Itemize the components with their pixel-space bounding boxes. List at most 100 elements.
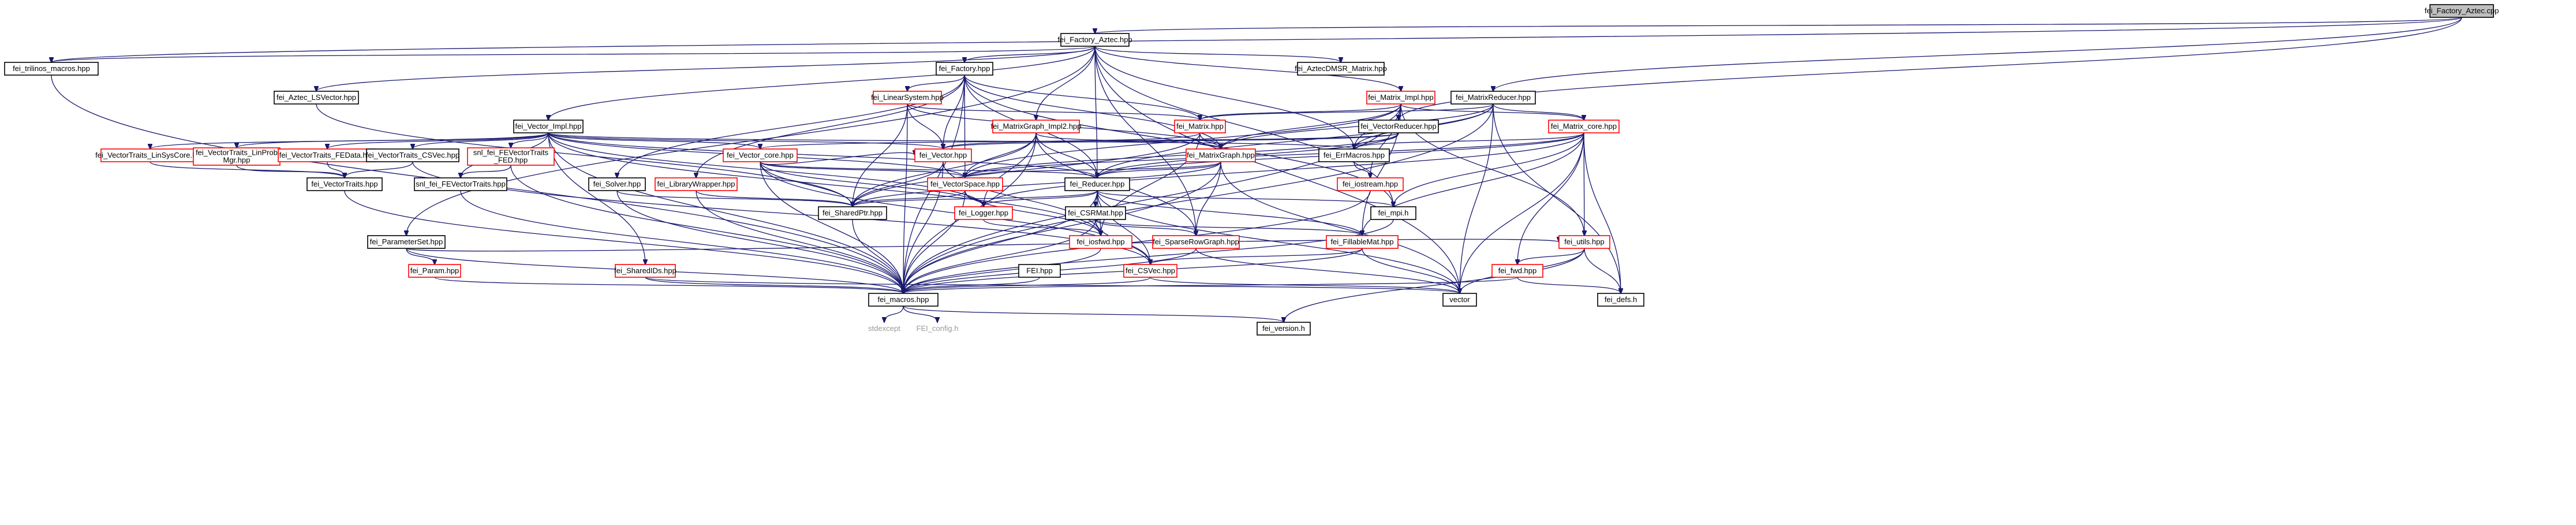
node-fei_hpp[interactable]: FEI.hpp [1018,264,1061,278]
node-param[interactable]: fei_Param.hpp [408,264,461,278]
node-label: fei_iosfwd.hpp [1076,237,1124,246]
node-label: fei_trilinos_macros.hpp [13,64,90,73]
edge-csrmat-to-fillable_mat [1095,219,1362,236]
node-vt_fedata[interactable]: fei_VectorTraits_FEData.hpp [278,148,377,162]
node-matrix_hpp[interactable]: fei_Matrix.hpp [1174,120,1226,133]
edge-iosfwd-to-macros [903,248,1101,293]
node-reducer[interactable]: fei_Reducer.hpp [1064,177,1130,191]
node-label: fei_MatrixGraph_Impl2.hpp [991,122,1082,131]
node-vt_linsyscore[interactable]: fei_VectorTraits_LinSysCore.hpp [95,148,205,162]
edge-vector_reducer-to-vector_space [965,132,1399,178]
node-fwd[interactable]: fei_fwd.hpp [1491,264,1543,278]
node-solver[interactable]: fei_Solver.hpp [588,177,646,191]
node-param_set[interactable]: fei_ParameterSet.hpp [367,235,446,249]
node-vector_core[interactable]: fei_Vector_core.hpp [723,148,798,162]
node-mpi[interactable]: fei_mpi.h [1370,206,1416,220]
edge-vt_linprobmgr-to-vector_traits [236,165,345,178]
node-vector_reducer[interactable]: fei_VectorReducer.hpp [1358,120,1439,133]
node-utils[interactable]: fei_utils.hpp [1558,235,1610,249]
node-matrix_graph[interactable]: fei_MatrixGraph.hpp [1186,148,1256,162]
node-snl_vt_fed_red[interactable]: snl_fei_FEVectorTraits_FED.hpp [467,147,555,166]
edge-reducer-to-mpi [1097,190,1393,207]
node-shared_ids[interactable]: fei_SharedIDs.hpp [614,264,676,278]
edge-fwd-to-defs [1517,277,1621,293]
edge-matrix_reducer-to-matrix_core [1493,103,1584,120]
node-fillable_mat[interactable]: fei_FillableMat.hpp [1326,235,1399,249]
edge-err_macros-to-iostream [1354,161,1370,178]
edge-matrix_impl-to-macros [903,103,1401,293]
edge-vector_impl-to-shared_ids [548,132,645,265]
node-label: fei_Vector.hpp [919,151,967,159]
edge-vector_impl-to-vt_fedata [327,132,549,149]
node-defs[interactable]: fei_defs.h [1597,293,1644,307]
node-vt_csvec[interactable]: fei_VectorTraits_CSVec.hpp [366,148,459,162]
node-csrmat[interactable]: fei_CSRMat.hpp [1065,206,1126,220]
edge-vector_reducer-to-vector_hpp [943,132,1399,149]
node-vector_hpp[interactable]: fei_Vector.hpp [914,148,972,162]
edge-matrix_graph-to-vector_space [965,161,1221,178]
node-label: stdexcept [868,324,900,333]
node-label: fei_Matrix_Impl.hpp [1368,93,1433,102]
edge-utils-to-defs [1584,248,1621,293]
node-label: snl_fei_FEVectorTraits_FED.hpp [473,148,549,165]
edge-vector_reducer-to-vector_core [760,132,1399,149]
edge-vector_impl-to-snl_vt_fed_red [511,132,549,148]
edge-matrix_reducer-to-defs [1493,103,1621,293]
node-matrix_graph_impl2[interactable]: fei_MatrixGraph_Impl2.hpp [991,120,1082,133]
node-sparse_row_graph[interactable]: fei_SparseRowGraph.hpp [1152,235,1240,249]
node-library_wrapper[interactable]: fei_LibraryWrapper.hpp [655,177,738,191]
node-box [414,177,507,191]
node-macros[interactable]: fei_macros.hpp [868,293,939,307]
edge-vector_impl-to-vt_csvec [413,132,549,149]
edge-factory-to-matrix_hpp [964,75,1200,120]
edge-fwd-to-macros [903,277,1518,293]
node-vector_space[interactable]: fei_VectorSpace.hpp [927,177,1003,191]
node-label: fei_Vector_core.hpp [727,151,794,159]
node-err_macros[interactable]: fei_ErrMacros.hpp [1318,148,1390,162]
node-linear_system[interactable]: fei_LinearSystem.hpp [871,91,944,105]
node-label: fei_defs.h [1605,295,1637,304]
node-factory_aztec[interactable]: fei_Factory_Aztec.hpp [1057,33,1132,47]
node-box [1318,148,1390,162]
node-shared_ptr[interactable]: fei_SharedPtr.hpp [818,206,887,220]
node-box [513,120,584,133]
edge-vector_impl-to-vector_hpp [548,132,943,149]
node-aztec_dmsr[interactable]: fei_AztecDMSR_Matrix.hpp [1295,62,1387,76]
node-aztec_lsvector[interactable]: fei_Aztec_LSVector.hpp [274,91,359,105]
node-inline_macros[interactable]: fei_trilinos_macros.hpp [4,62,99,76]
edge-factory-to-linear_system [907,75,965,91]
edge-vector_impl-to-err_macros [548,132,1354,149]
edge-factory_aztec-to-err_macros [1094,46,1354,149]
edge-matrix_impl-to-matrix_graph [1221,103,1401,149]
node-logger[interactable]: fei_Logger.hpp [954,206,1013,220]
node-snl_vt[interactable]: snl_fei_FEVectorTraits.hpp [414,177,507,191]
edge-matrix_core-to-logger [984,132,1584,207]
node-vector_impl[interactable]: fei_Vector_Impl.hpp [513,120,584,133]
node-iostream[interactable]: fei_iostream.hpp [1337,177,1404,191]
edge-matrix_core-to-fwd [1517,132,1584,265]
node-label: fei_Logger.hpp [959,208,1008,217]
node-factory[interactable]: fei_Factory.hpp [936,62,993,76]
node-csvec[interactable]: fei_CSVec.hpp [1123,264,1177,278]
node-label: fei_version.h [1262,324,1305,333]
node-vector_std[interactable]: vector [1442,293,1477,307]
node-matrix_core[interactable]: fei_Matrix_core.hpp [1548,120,1620,133]
node-box [306,177,383,191]
node-root[interactable]: fei_Factory_Aztec.cpp [2425,4,2499,18]
node-label: fei_macros.hpp [878,295,929,304]
node-label: fei_Factory.hpp [939,64,990,73]
node-box [954,206,1013,220]
node-vector_traits[interactable]: fei_VectorTraits.hpp [306,177,383,191]
node-iosfwd[interactable]: fei_iosfwd.hpp [1069,235,1132,249]
node-version[interactable]: fei_version.h [1257,322,1311,336]
node-label: fei_SharedPtr.hpp [822,208,883,217]
edge-csvec-to-vector_std [1150,277,1460,293]
node-label: fei_Vector_Impl.hpp [515,122,582,131]
node-matrix_reducer[interactable]: fei_MatrixReducer.hpp [1450,91,1536,105]
node-matrix_impl[interactable]: fei_Matrix_Impl.hpp [1366,91,1435,105]
node-box [1152,235,1240,249]
edge-factory_aztec-to-reducer [1094,46,1097,178]
edge-vector_core-to-macros [760,161,903,293]
edge-csvec-to-macros [903,277,1151,293]
